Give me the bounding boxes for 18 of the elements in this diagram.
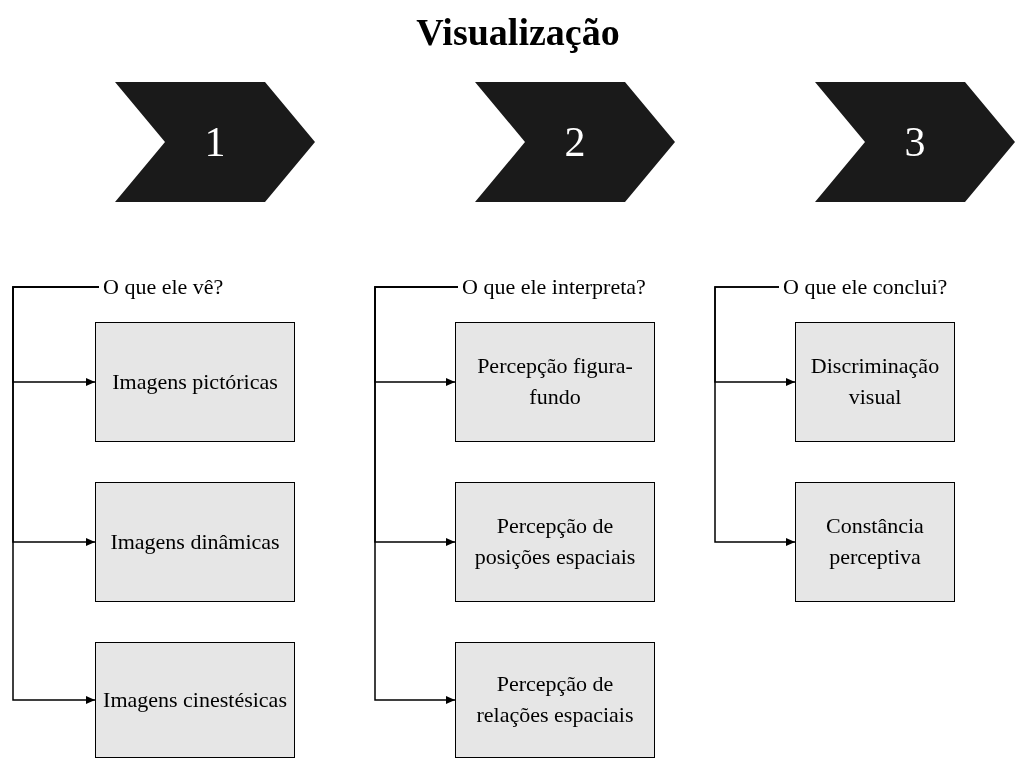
- question-label: O que ele vê?: [103, 276, 224, 298]
- process-box: Discriminação visual: [795, 322, 955, 442]
- connector-arrow: [714, 286, 796, 546]
- process-box: Imagens cinestésicas: [95, 642, 295, 758]
- question-label: O que ele interpreta?: [462, 276, 646, 298]
- process-box: Imagens dinâmicas: [95, 482, 295, 602]
- process-box: Percepção de posições espaciais: [455, 482, 655, 602]
- process-box: Imagens pictóricas: [95, 322, 295, 442]
- connector-arrow: [12, 286, 100, 704]
- process-box: Constância perceptiva: [795, 482, 955, 602]
- diagram-title: Visualização: [416, 11, 620, 53]
- step-number: 3: [904, 118, 926, 166]
- question-label: O que ele conclui?: [783, 276, 948, 298]
- process-box: Percepção figura-fundo: [455, 322, 655, 442]
- step-number: 2: [564, 118, 586, 166]
- process-box: Percepção de relações espaciais: [455, 642, 655, 758]
- connector-arrow: [374, 286, 459, 704]
- step-number: 1: [204, 118, 226, 166]
